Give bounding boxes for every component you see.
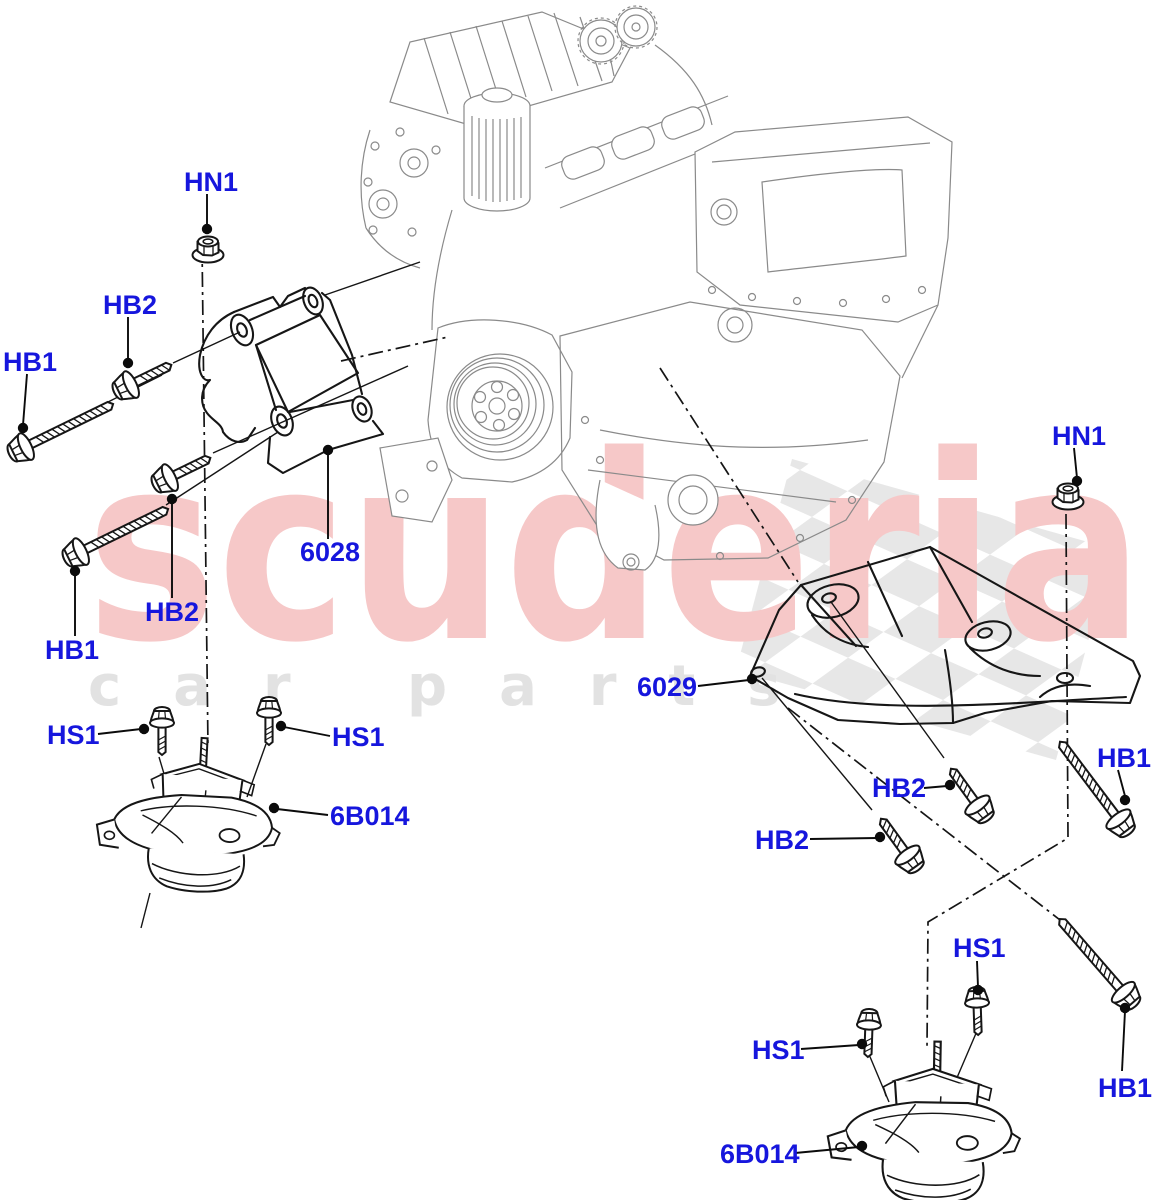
bolt-hb2-left-1 bbox=[106, 350, 179, 407]
watermark-word-parts: parts bbox=[407, 654, 833, 719]
label-hb2-left-1[interactable]: HB2 bbox=[103, 290, 157, 320]
label-hn1-left[interactable]: HN1 bbox=[184, 167, 238, 197]
label-hb1-left-1[interactable]: HB1 bbox=[3, 347, 57, 377]
label-hb2-right-2[interactable]: HB2 bbox=[755, 825, 809, 855]
parts bbox=[1, 235, 1148, 1200]
label-hs1-left-1[interactable]: HS1 bbox=[47, 720, 100, 750]
part-labels: HN1 HB2 HB1 6028 HB2 HB1 HS1 HS1 6B014 H… bbox=[3, 167, 1152, 1169]
bolt-hb1-right-2 bbox=[1047, 908, 1148, 1017]
watermark-word-car: car bbox=[88, 654, 343, 719]
screw-hs1-left-2 bbox=[256, 696, 282, 746]
label-hs1-right-1[interactable]: HS1 bbox=[953, 933, 1006, 963]
label-6028[interactable]: 6028 bbox=[300, 537, 360, 567]
bracket-6028 bbox=[198, 286, 385, 475]
nut-hn1-left bbox=[191, 235, 225, 264]
label-hb1-right-2[interactable]: HB1 bbox=[1098, 1073, 1152, 1103]
engine-mount-6b014-left bbox=[92, 731, 286, 897]
label-hb2-right-1[interactable]: HB2 bbox=[872, 773, 926, 803]
label-6029[interactable]: 6029 bbox=[637, 672, 697, 702]
label-hs1-left-2[interactable]: HS1 bbox=[332, 722, 385, 752]
bracket-6029 bbox=[748, 545, 1142, 726]
watermark: scuderia car parts bbox=[86, 402, 1144, 760]
screw-hs1-left-1 bbox=[149, 706, 175, 756]
label-6b014-right[interactable]: 6B014 bbox=[720, 1139, 800, 1169]
bolt-hb2-right-2 bbox=[868, 809, 932, 880]
label-6b014-left[interactable]: 6B014 bbox=[330, 801, 410, 831]
leader-lines bbox=[17, 194, 1131, 1154]
label-hb1-right-1[interactable]: HB1 bbox=[1097, 743, 1151, 773]
label-hn1-right[interactable]: HN1 bbox=[1052, 421, 1106, 451]
engine-mount-6b014-right bbox=[825, 1038, 1023, 1200]
label-hb2-left-2[interactable]: HB2 bbox=[145, 597, 199, 627]
screw-hs1-right-2 bbox=[854, 1007, 883, 1059]
checkered-flag bbox=[736, 459, 1113, 760]
label-hs1-right-2[interactable]: HS1 bbox=[752, 1035, 805, 1065]
label-hb1-left-2[interactable]: HB1 bbox=[45, 635, 99, 665]
bolt-hb2-right-1 bbox=[938, 759, 1002, 830]
engine-illustration bbox=[360, 5, 953, 571]
